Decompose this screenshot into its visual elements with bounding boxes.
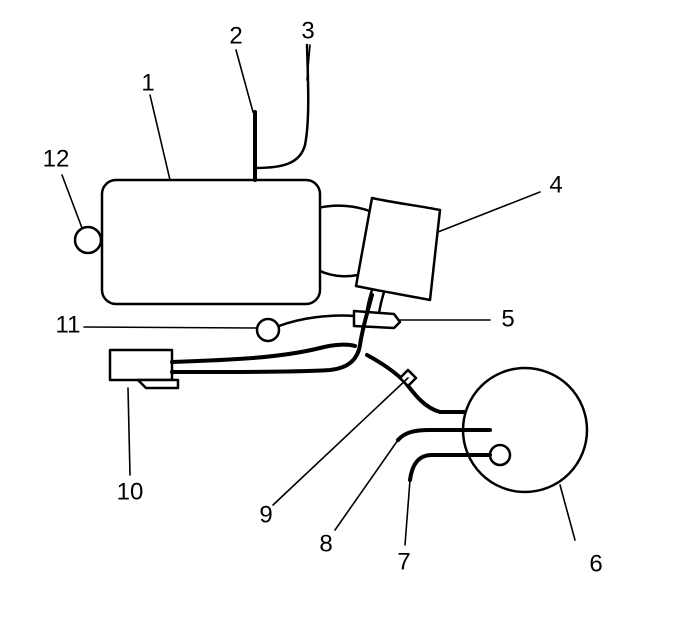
nozzle bbox=[352, 309, 402, 330]
harness-wire-lower bbox=[170, 293, 374, 374]
lead-wire-3 bbox=[253, 43, 310, 170]
callout-10: 10 bbox=[117, 478, 144, 505]
electrical-connector bbox=[108, 348, 180, 390]
callout-6: 6 bbox=[589, 550, 602, 577]
sensor-wire-middle bbox=[396, 428, 492, 442]
callout-5: 5 bbox=[501, 305, 514, 332]
callout-2: 2 bbox=[229, 22, 242, 49]
callout-1: 1 bbox=[141, 69, 154, 96]
callout-3: 3 bbox=[301, 17, 314, 44]
canister-component bbox=[354, 196, 442, 302]
callout-7: 7 bbox=[397, 548, 410, 575]
callout-8: 8 bbox=[319, 530, 332, 557]
callout-12: 12 bbox=[43, 145, 70, 172]
leader-lines bbox=[61, 44, 576, 546]
main-module bbox=[100, 178, 322, 306]
lower-fitting bbox=[255, 317, 281, 343]
callout-9: 9 bbox=[259, 501, 272, 528]
sensor-wire-lower bbox=[408, 453, 492, 482]
callout-4: 4 bbox=[549, 171, 562, 198]
harness-wire-upper bbox=[170, 342, 357, 364]
left-fitting bbox=[73, 225, 103, 255]
sensor-terminal bbox=[488, 443, 512, 467]
callout-11: 11 bbox=[56, 311, 81, 338]
fitting-line bbox=[277, 314, 357, 328]
